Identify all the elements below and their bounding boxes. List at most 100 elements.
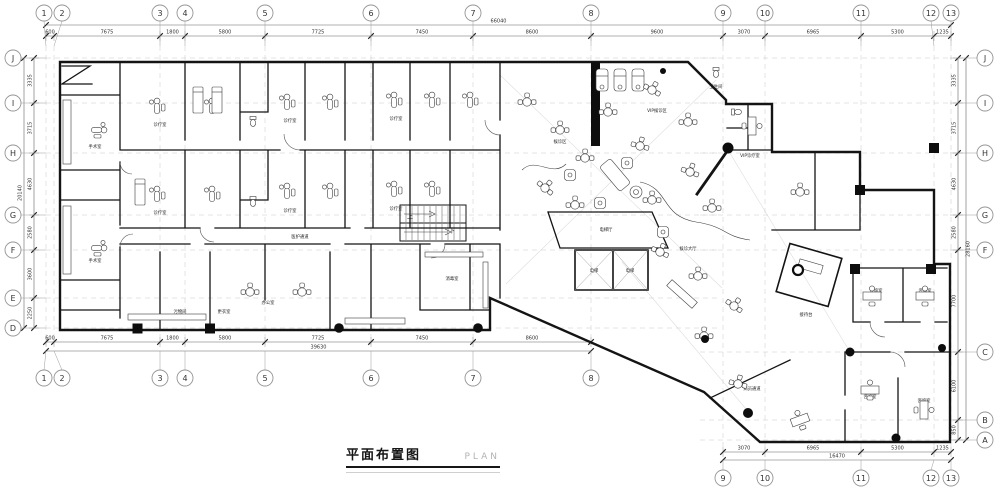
grid-bubble-top-8 <box>582 4 600 22</box>
room-label-9: 办公室 <box>262 299 276 306</box>
grid-bubble-bottom-3-label: 3 <box>157 374 162 383</box>
grid-bubble-left-I <box>4 94 22 112</box>
grid-bubble-top-4 <box>176 4 194 22</box>
bubble-leader <box>930 459 935 471</box>
grid-bubble-top-10-label: 10 <box>760 9 770 18</box>
grid-bubble-top-11-label: 11 <box>856 9 866 18</box>
bubble-leader <box>53 20 63 47</box>
room-label-5: 诊疗室 <box>154 209 168 216</box>
dim-value: 5300 <box>891 30 904 36</box>
grid-bubble-bottom-10-label: 10 <box>760 474 770 483</box>
grid-bubble-left-F <box>4 241 22 259</box>
grid-bubble-right-H <box>976 144 994 162</box>
dim-value: 1235 <box>936 446 949 452</box>
grid-bubble-right-J <box>976 49 994 67</box>
grid-bubble-right-J-label: J <box>983 54 986 63</box>
grid-bubble-right-C-label: C <box>982 348 988 357</box>
dim-value: 3715 <box>952 122 958 135</box>
dim-value: 6965 <box>807 446 820 452</box>
grid-bubble-left-J-label: J <box>11 54 14 63</box>
dim-tick <box>857 448 865 456</box>
grid-bubble-top-5 <box>256 4 274 22</box>
grid-bubble-right-B <box>976 411 994 429</box>
dim-value: 2580 <box>952 226 958 239</box>
dim-tick <box>930 448 938 456</box>
grid-bubble-bottom-12 <box>922 469 940 487</box>
grid-bubble-bottom-6-label: 6 <box>368 374 373 383</box>
room-label-8: 消毒室 <box>446 275 460 282</box>
grid-bubble-top-3-label: 3 <box>157 9 162 18</box>
grid-bubble-bottom-8 <box>582 369 600 387</box>
grid-bubble-bottom-9 <box>714 469 732 487</box>
room-label-2: 诊疗室 <box>154 121 168 128</box>
grid-bubble-left-E-label: E <box>10 294 15 303</box>
dim-value: 7675 <box>101 30 114 36</box>
dim-value: 600 <box>45 336 55 342</box>
grid-bubble-bottom-9-label: 9 <box>720 474 725 483</box>
room-label-14: 下 <box>449 228 455 235</box>
dim-tick <box>930 32 938 40</box>
grid-bubble-top-5-label: 5 <box>262 9 267 18</box>
dim-value: 850 <box>952 425 958 435</box>
drawing-title: 平面布置图 <box>346 448 422 463</box>
grid-bubble-left-H-label: H <box>10 149 16 158</box>
dim-value: 7450 <box>416 336 429 342</box>
dim-value: 3335 <box>28 74 34 87</box>
grid-bubble-bottom-8-label: 8 <box>588 374 593 383</box>
grid-bubble-right-G-label: G <box>982 211 988 220</box>
bubble-leader <box>43 350 47 371</box>
dim-tick <box>367 338 375 346</box>
grid-bubble-top-4-label: 4 <box>182 9 187 18</box>
grid-bubble-left-F-label: F <box>11 246 16 255</box>
grid-bubble-bottom-11 <box>852 469 870 487</box>
grid-bubble-top-7 <box>464 4 482 22</box>
grid-bubble-bottom-12-label: 12 <box>926 474 936 483</box>
grid-bubble-top-1-label: 1 <box>41 9 46 18</box>
grid-bubble-left-H <box>4 144 22 162</box>
grid-bubble-right-F <box>976 241 994 259</box>
grid-bubble-right-I <box>976 94 994 112</box>
room-label-4: 诊疗室 <box>390 115 404 122</box>
room-label-0: 手术室 <box>89 143 103 150</box>
dim-value: 8600 <box>526 336 539 342</box>
room-label-17: 电梯厅 <box>600 226 614 233</box>
room-label-23: 接待台 <box>800 311 813 318</box>
dim-tick <box>42 32 50 40</box>
room-label-24: 咨询室 <box>870 287 884 294</box>
grid-bubble-bottom-4 <box>176 369 194 387</box>
grid-bubble-top-1 <box>35 4 53 22</box>
room-label-27: 咨询室 <box>918 397 932 404</box>
grid-bubble-top-12 <box>922 4 940 22</box>
room-label-1: 手术室 <box>89 257 103 264</box>
room-label-28: 病员通道 <box>743 385 761 392</box>
grid-bubble-right-H-label: H <box>982 149 988 158</box>
dim-value: 1235 <box>936 30 949 36</box>
room-label-20: 卫生间 <box>710 83 723 90</box>
drawing-subtitle: PLAN <box>464 452 500 462</box>
dim-value: 7450 <box>416 30 429 36</box>
grid-bubble-right-A-label: A <box>982 436 988 445</box>
dim-tick <box>947 448 955 456</box>
room-label-21: VIP诊疗室 <box>740 152 760 159</box>
room-label-3: 诊疗室 <box>284 117 298 124</box>
dim-value: 9600 <box>651 30 664 36</box>
dim-tick <box>761 448 769 456</box>
grid-bubble-top-8-label: 8 <box>588 9 593 18</box>
grid-bubble-top-6 <box>362 4 380 22</box>
grid-bubble-top-2 <box>53 4 71 22</box>
dim-total-right: 28160 <box>966 241 972 257</box>
grid-bubble-bottom-7-label: 7 <box>470 374 475 383</box>
grid-bubble-bottom-7 <box>464 369 482 387</box>
dim-value: 3715 <box>28 122 34 135</box>
grid-bubble-left-I-label: I <box>12 99 14 108</box>
dim-value: 600 <box>45 30 55 36</box>
dim-value: 7725 <box>312 336 325 342</box>
dim-value: 3070 <box>738 446 751 452</box>
dim-value: 5300 <box>891 446 904 452</box>
dim-value: 6100 <box>952 380 958 393</box>
title-underline-thick <box>346 466 500 469</box>
grid-bubble-bottom-1-label: 1 <box>41 374 46 383</box>
dim-total-bottom-left: 39630 <box>311 345 327 351</box>
grid-bubble-top-3 <box>151 4 169 22</box>
dim-tick <box>50 338 58 346</box>
